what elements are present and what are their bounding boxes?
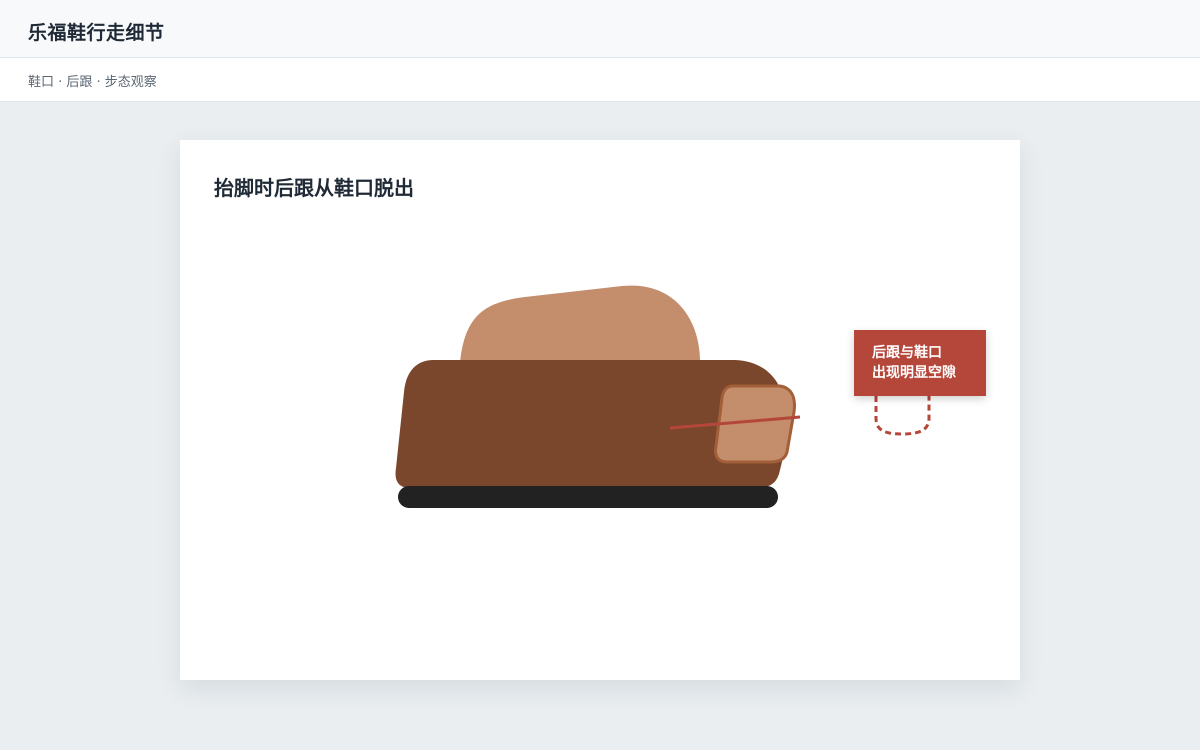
top-bar: 乐福鞋行走细节 [0, 0, 1200, 58]
shoe-sole [398, 486, 778, 508]
illustration-card: 抬脚时后跟从鞋口脱出 后跟与鞋口 出现明显空隙 [180, 140, 1020, 680]
shoe-upper [395, 360, 787, 488]
gap-marker [874, 396, 931, 436]
gap-callout: 后跟与鞋口 出现明显空隙 [854, 330, 986, 396]
breadcrumb: 鞋口 · 后跟 · 步态观察 [28, 75, 157, 90]
loafer-illustration [395, 285, 931, 508]
heel-shape [714, 384, 796, 464]
sub-bar: 鞋口 · 后跟 · 步态观察 [0, 58, 1200, 102]
callout-line-1: 后跟与鞋口 [872, 345, 942, 361]
shoe-collar-line [669, 415, 801, 430]
app-title: 乐福鞋行走细节 [28, 22, 165, 44]
card-title: 抬脚时后跟从鞋口脱出 [214, 176, 414, 200]
foot-shape [460, 285, 700, 362]
callout-line-2: 出现明显空隙 [872, 365, 956, 381]
